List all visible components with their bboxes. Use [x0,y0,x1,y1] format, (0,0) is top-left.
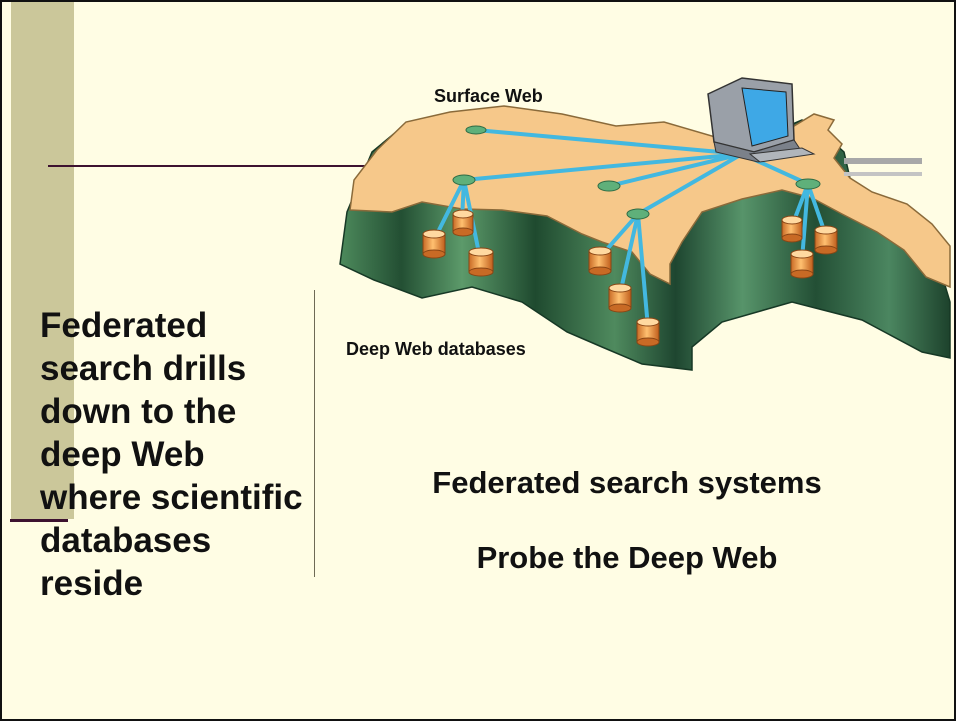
caption-line-1: Federated search systems [432,465,822,500]
caption-line-2: Probe the Deep Web [476,540,778,575]
surface-web-label: Surface Web [434,86,543,106]
title-rule-line [48,165,374,167]
decorative-rule-right [844,158,922,164]
accent-bar [11,2,74,519]
decorative-rule-right-shadow [844,172,922,176]
computer-monitor-icon [707,77,803,163]
section-rule-line [10,519,68,522]
surface-nodes [452,125,821,220]
deep-web-databases-label: Deep Web databases [346,339,526,359]
database-cylinder-icon [422,209,838,347]
column-divider [314,290,315,577]
body-text: Federated search drills down to the deep… [40,306,303,603]
keyboard-icon [748,147,816,163]
